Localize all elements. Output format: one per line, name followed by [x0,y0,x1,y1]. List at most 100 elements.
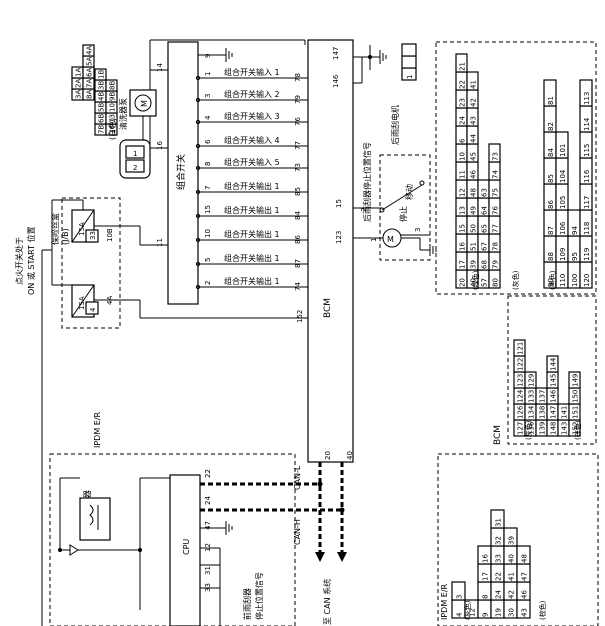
svg-text:4B: 4B [98,92,106,101]
rear-wiper-move: 移动 [404,184,414,200]
combo-pin: 6 [204,139,212,144]
svg-text:67: 67 [481,242,489,251]
bcm-pin: 78 [294,73,302,82]
svg-text:1: 1 [406,75,414,79]
svg-text:33: 33 [495,554,503,563]
svg-text:49: 49 [470,206,478,215]
can-l-label: CAN-L [293,465,302,490]
bcm-pin: 86 [294,235,302,244]
svg-text:15A: 15A [78,296,86,310]
connector-cell: 77 [488,215,501,235]
signal-label: 组合开关输入 2 [224,89,280,99]
bcm-title: BCM [323,298,333,318]
ignition-label-1: 点火开关处于 [14,237,24,285]
svg-text:119: 119 [583,248,591,261]
connector-cell: 1A [71,66,84,79]
bcm-pin: 76 [294,117,302,126]
signal-label: 组合开关输入 3 [224,111,280,121]
ignition-relay-icon [79,497,111,541]
connector-cell: 41 [503,563,518,583]
connector-cell: 76 [488,197,501,217]
connector-cell: 8B [105,79,118,92]
svg-text:3B: 3B [98,81,106,90]
connector-cell: 5B [94,101,107,114]
bcm-connector-title: BCM [493,425,503,445]
svg-text:149: 149 [572,374,580,387]
svg-text:21: 21 [459,62,467,71]
svg-text:48: 48 [521,554,529,563]
bcm-box [307,39,354,463]
svg-text:46: 46 [470,170,478,179]
svg-text:20: 20 [459,278,467,287]
combo-pin-14: 14 [156,63,164,72]
connector-cell: 151 [568,403,581,421]
fuse-box-title: 保险丝盒 [50,213,60,245]
svg-text:80: 80 [492,278,500,287]
connector-cell: 17 [477,563,492,583]
svg-text:133: 133 [528,390,536,403]
connector-cell: 87 [543,209,557,237]
svg-text:141: 141 [561,406,569,419]
svg-text:16: 16 [459,242,467,251]
signal-label: 组合开关输出 1 [224,181,280,191]
svg-text:12: 12 [459,188,467,197]
bcm-pin-146: 146 [332,74,340,88]
connector-cell: 23 [455,89,468,109]
cpu-label: CPU [182,539,191,555]
svg-text:45: 45 [470,152,478,161]
svg-text:122: 122 [517,358,525,371]
connector-cell: 105 [555,183,569,211]
svg-text:148: 148 [550,422,558,435]
combo-switch-title: 组合开关 [175,154,187,190]
connector-cell: 120 [579,261,593,289]
svg-text:2A: 2A [75,79,83,88]
can-system-label: 至 CAN 系统 [322,579,332,625]
svg-text:15A: 15A [78,222,86,236]
svg-text:4A: 4A [86,46,94,55]
connector-cell: 145 [546,371,559,389]
svg-text:17: 17 [459,260,467,269]
svg-text:147: 147 [550,406,558,419]
connector-cell: 86 [543,183,557,211]
svg-text:23: 23 [459,98,467,107]
svg-text:63: 63 [481,188,489,197]
svg-text:105: 105 [559,196,567,209]
connector-cell: 16 [455,233,468,253]
svg-text:43: 43 [521,608,529,617]
connector-cell: 48 [516,545,531,565]
svg-text:82: 82 [547,122,555,131]
rear-wiper-pin-2: 2 [360,208,368,212]
svg-text:109: 109 [559,248,567,261]
connector-cell: 10 [455,143,468,163]
ipdm-title: IPDM E/R [93,411,102,448]
svg-text:1: 1 [133,150,137,158]
bcm-pin-20: 20 [324,451,332,460]
svg-text:95: 95 [571,252,579,261]
connector-cell: 95 [567,235,581,263]
connector-cell: 117 [579,183,593,211]
svg-text:101: 101 [559,144,567,157]
connector-cell: 137 [535,387,548,405]
fuse-box [61,197,121,329]
svg-text:74: 74 [492,170,500,179]
svg-text:44: 44 [470,134,478,143]
connector-cell: 6A [82,66,95,79]
svg-text:16B: 16B [109,120,117,134]
connector-cell [401,55,417,69]
combo-pin: 15 [204,205,212,214]
connector-cell: 113 [579,79,593,107]
combo-pin-11: 11 [156,238,164,247]
svg-text:40: 40 [508,554,516,563]
bcm-green-color: (绿色) [471,270,480,290]
bcm-pin: 73 [294,163,302,172]
svg-text:40: 40 [470,278,478,287]
connector-cell: 8A [82,88,95,101]
svg-text:90: 90 [547,278,555,287]
connector-cell: 64 [477,197,490,217]
connector-cell: 73 [488,143,501,163]
ipdm-box [49,453,296,626]
